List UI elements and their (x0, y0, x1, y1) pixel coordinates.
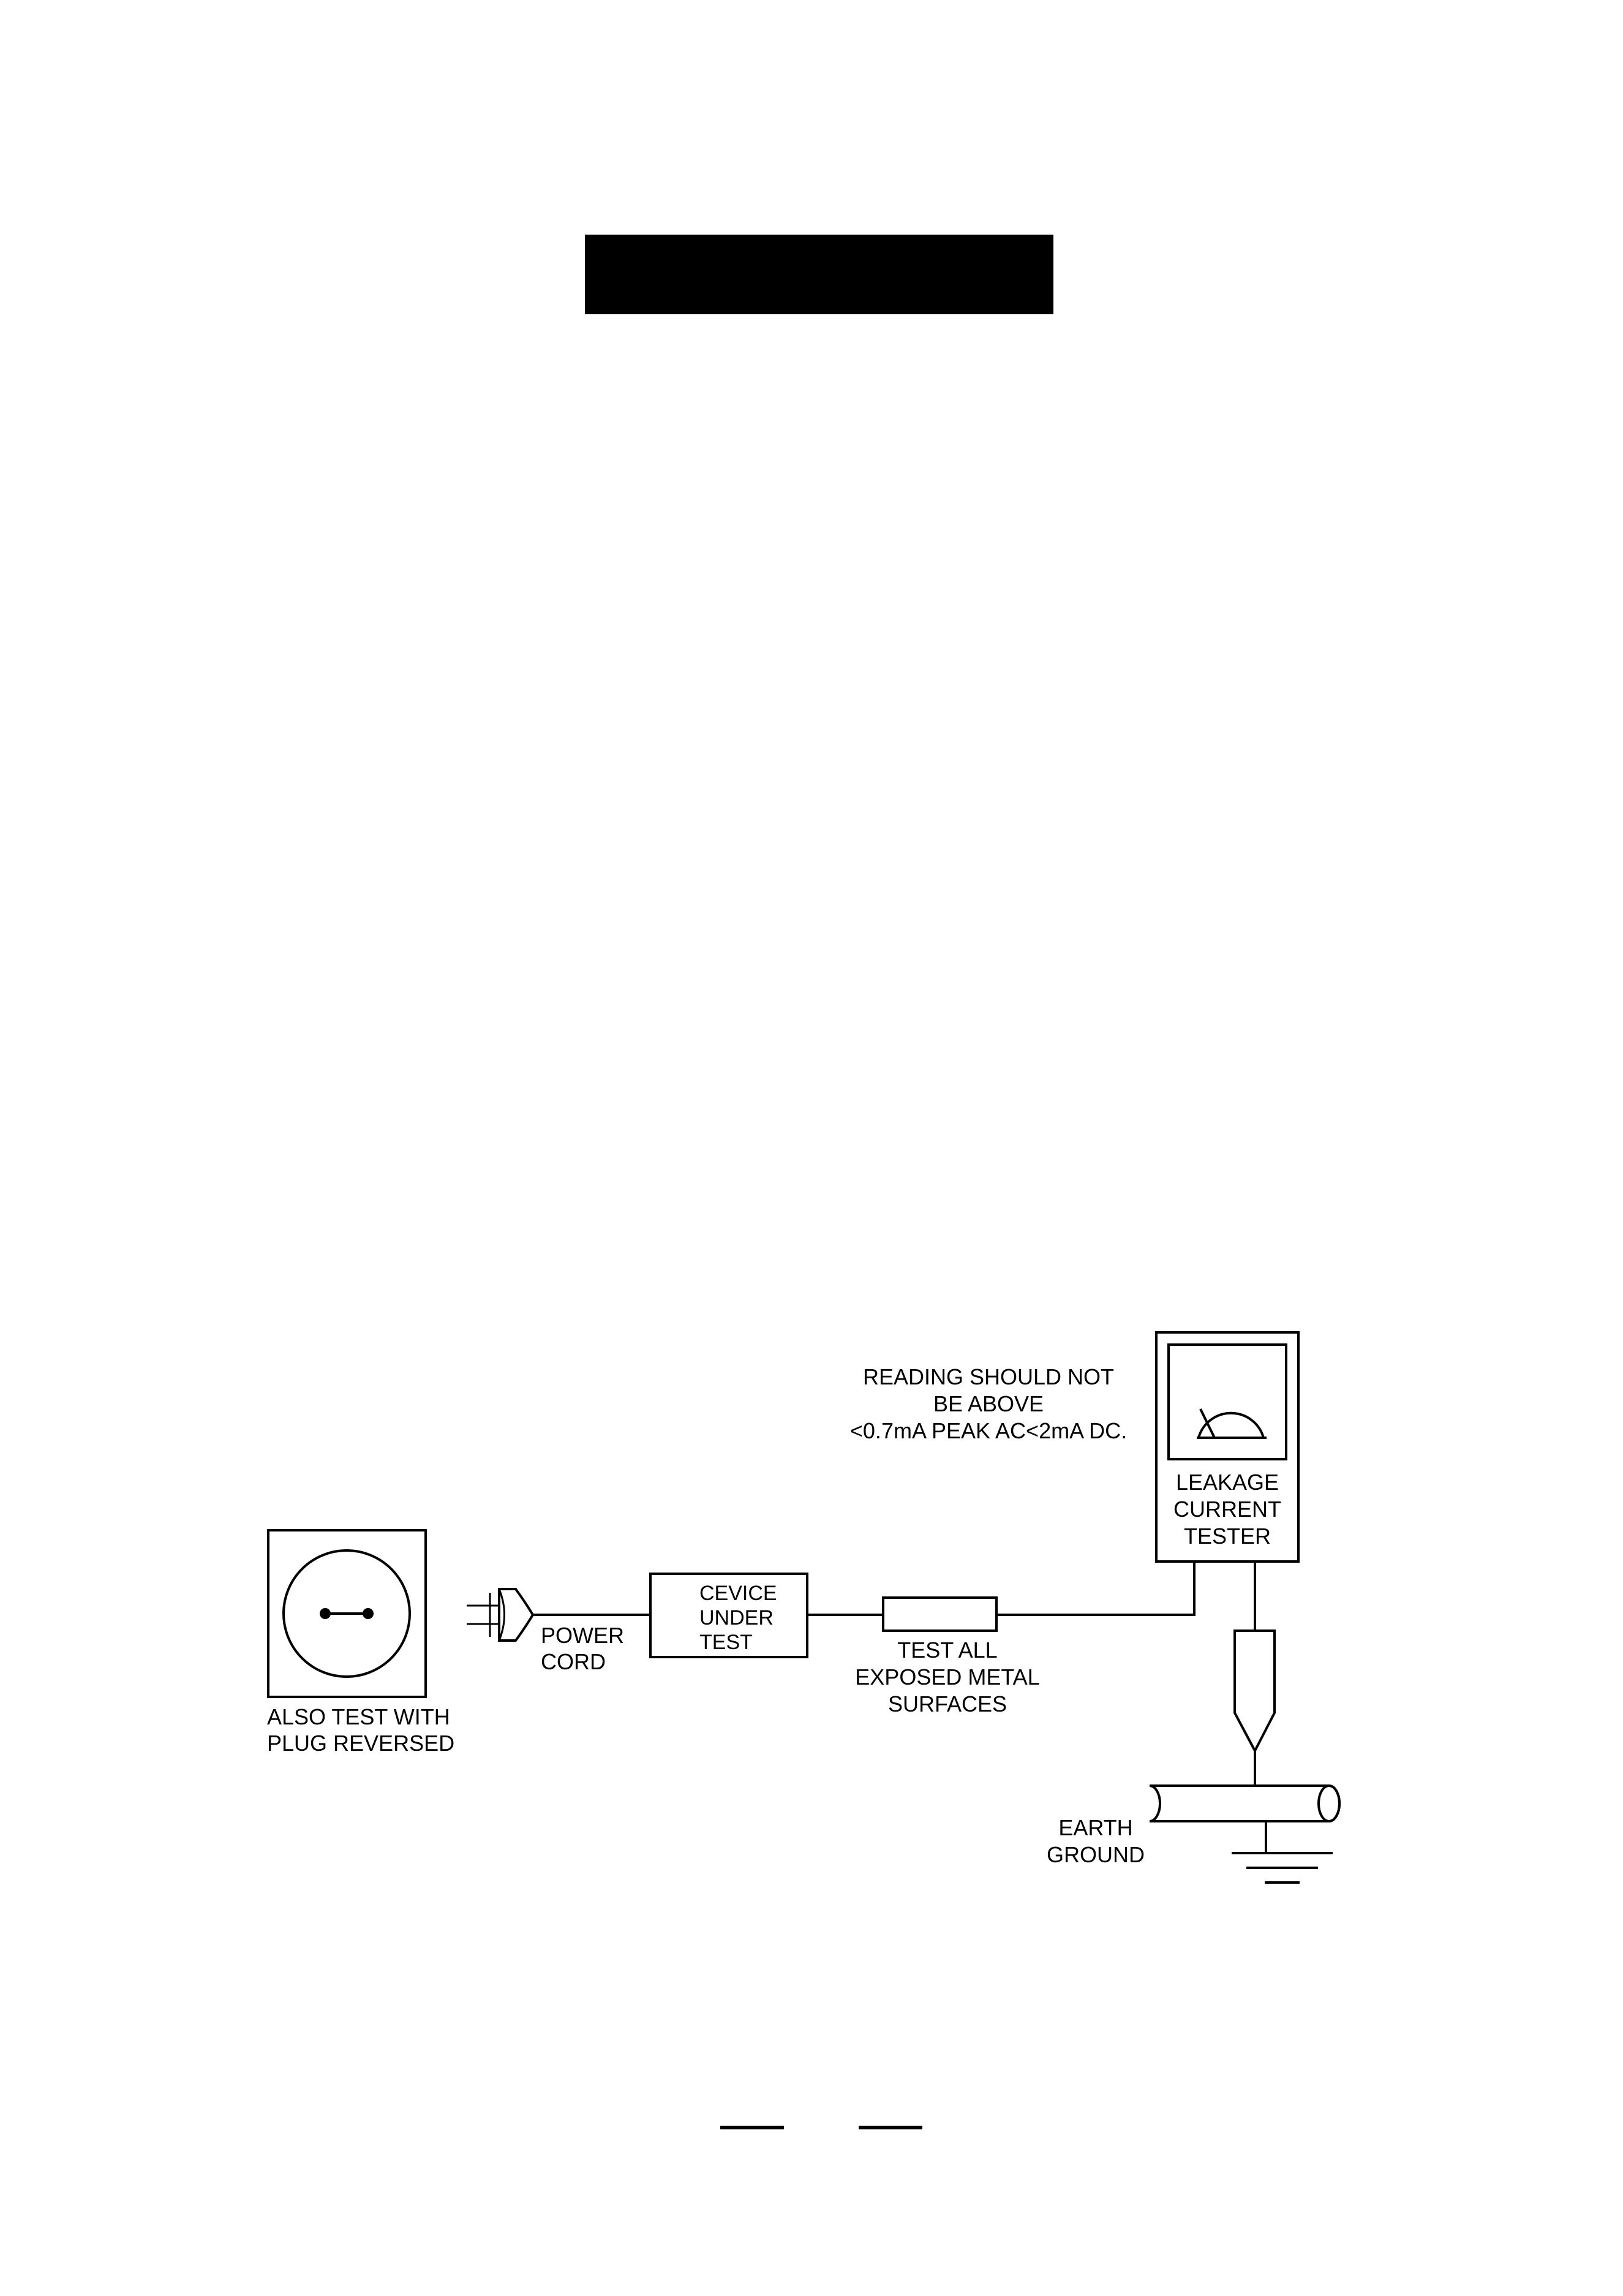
test-metal-note-line-3: SURFACES (888, 1691, 1007, 1716)
footer-dash-left (720, 2126, 784, 2129)
power-cord-label-line-2: CORD (541, 1649, 606, 1674)
leakage-current-tester: LEAKAGE CURRENT TESTER (1155, 1331, 1300, 1563)
probe-to-tester-wire (996, 1562, 1196, 1616)
wall-outlet-icon (267, 1529, 427, 1698)
analog-meter-icon (1197, 1408, 1267, 1439)
reading-note-line-2: BE ABOVE (933, 1391, 1044, 1416)
earth-ground-icon (1149, 1784, 1341, 1884)
tester-label-line-1: LEAKAGE (1176, 1470, 1279, 1495)
power-cord-label-line-1: POWER (541, 1623, 624, 1648)
header-bar (585, 235, 1053, 314)
ground-clip-icon (1233, 1629, 1276, 1754)
device-label-line-2: UNDER (699, 1606, 774, 1629)
test-metal-note-line-2: EXPOSED METAL (855, 1664, 1039, 1690)
device-label-line-1: CEVICE (699, 1582, 777, 1605)
device-label-line-3: TEST (699, 1631, 753, 1654)
plug-icon (467, 1588, 535, 1642)
footer-dash-right (859, 2126, 922, 2129)
tester-label-line-3: TESTER (1184, 1524, 1271, 1549)
earth-label-line-1: EARTH (1058, 1815, 1132, 1840)
reading-note-line-1: READING SHOULD NOT (863, 1364, 1114, 1389)
test-metal-note-line-1: TEST ALL (897, 1637, 997, 1663)
earth-label-line-2: GROUND (1047, 1842, 1145, 1867)
outlet-note-line-2: PLUG REVERSED (267, 1731, 454, 1756)
test-probe-icon (882, 1596, 998, 1632)
outlet-note-line-1: ALSO TEST WITH (267, 1704, 450, 1729)
reading-note-line-3: <0.7mA PEAK AC<2mA DC. (850, 1418, 1127, 1443)
tester-label-line-2: CURRENT (1173, 1497, 1281, 1522)
